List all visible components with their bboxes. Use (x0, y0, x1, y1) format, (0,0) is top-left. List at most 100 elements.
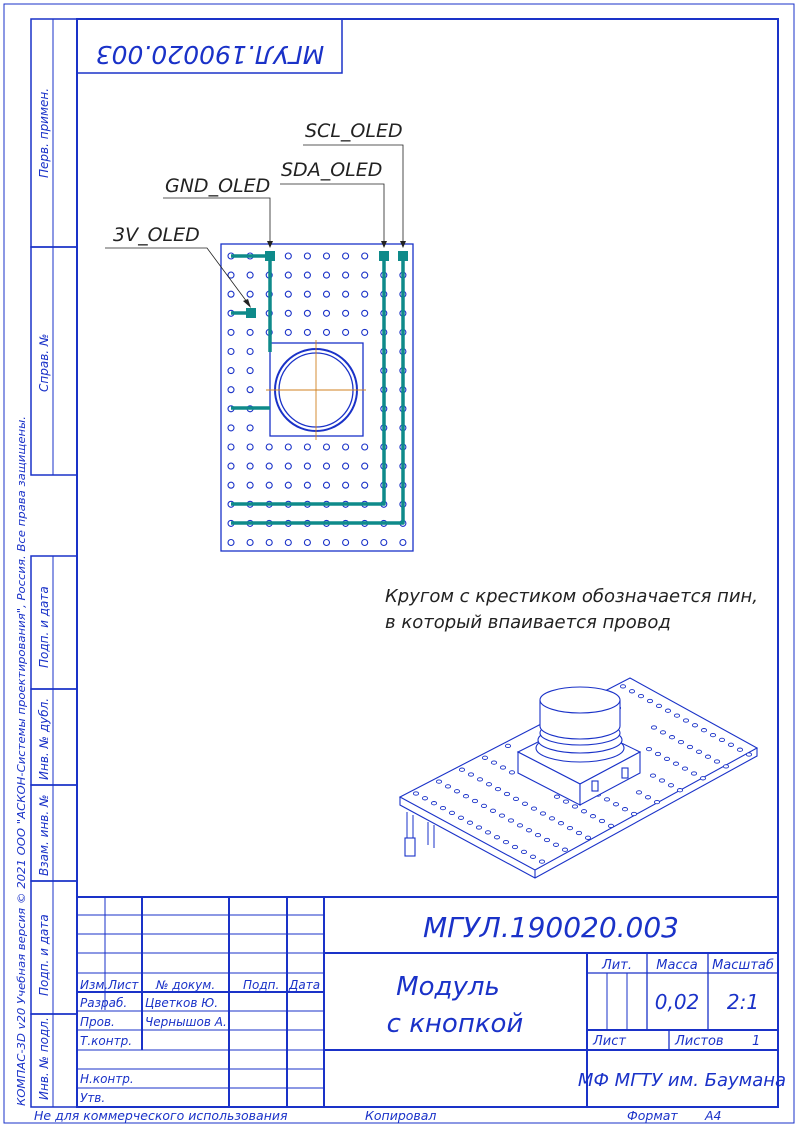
iso-hole (658, 778, 666, 783)
iso-hole (699, 776, 707, 781)
pcb-hole (246, 481, 254, 489)
iso-hole (553, 794, 561, 799)
iso-hole (471, 798, 479, 804)
iso-hole (530, 806, 538, 811)
iso-hole (598, 818, 606, 824)
pcb-hole (322, 481, 331, 489)
drawing-frame (3, 3, 795, 1124)
iso-hole (512, 796, 520, 802)
iso-hole (619, 684, 627, 689)
footer-format-value: A4 (704, 1108, 722, 1123)
iso-hole (444, 784, 452, 789)
iso-hole (520, 849, 528, 855)
iso-hole (503, 791, 511, 797)
pcb-hole (342, 538, 350, 547)
iso-hole (607, 823, 615, 829)
header-data: Дата (288, 978, 320, 992)
iso-hole (543, 837, 551, 843)
pcb-hole (227, 367, 235, 375)
label-gnd: GND_OLED (165, 175, 270, 197)
iso-hole (412, 791, 420, 796)
pcb-hole (322, 252, 331, 260)
iso-hole (435, 779, 443, 784)
iso-hole (489, 808, 497, 813)
pcb-hole (361, 462, 369, 470)
iso-hole (695, 749, 703, 754)
pcb-hole (284, 443, 292, 451)
sheets-label: Листов (674, 1034, 724, 1049)
iso-hole (485, 782, 493, 787)
pcb-hole (284, 309, 292, 317)
pcb-hole (284, 271, 292, 279)
iso-hole (673, 713, 681, 718)
pcb-hole (246, 347, 254, 356)
designation: МГУЛ.190020.003 (423, 911, 679, 944)
iso-hole (722, 764, 730, 769)
designation-rotated: МГУЛ.190020.003 (96, 40, 325, 69)
pcb-top-view (220, 243, 414, 552)
footer-copied: Копировал (365, 1108, 436, 1123)
name-prov: Чернышов А. (145, 1015, 227, 1029)
pcb-hole (342, 462, 350, 470)
iso-hole (557, 821, 565, 826)
pcb-hole (284, 252, 292, 260)
iso-hole (475, 825, 483, 830)
iso-hole (691, 723, 699, 728)
iso-hole (480, 803, 488, 809)
iso-hole (727, 742, 735, 747)
header-list: Лист (107, 978, 139, 992)
pin-scl (398, 251, 408, 261)
pin-sda (379, 251, 389, 261)
iso-hole (649, 773, 657, 778)
iso-hole (561, 847, 569, 852)
sheet-label: Лист (592, 1034, 626, 1049)
iso-hole (467, 772, 475, 777)
title-line-2: с кнопкой (387, 1009, 524, 1039)
iso-hole (676, 788, 684, 793)
pcb-hole (342, 271, 350, 279)
pcb-hole (265, 462, 273, 470)
pcb-hole (342, 328, 350, 336)
iso-hole (663, 756, 671, 762)
iso-hole (466, 820, 474, 825)
header-izm: Изм. (80, 978, 108, 992)
trace-sda (231, 256, 386, 506)
pcb-hole (284, 462, 292, 470)
pcb-hole (246, 290, 254, 298)
iso-hole (462, 794, 470, 799)
pcb-hole (227, 328, 235, 336)
label-3v: 3V_OLED (113, 224, 200, 246)
pcb-hole (227, 386, 235, 394)
iso-hole (635, 790, 643, 795)
pcb-hole (322, 271, 331, 279)
pcb-hole (284, 290, 292, 298)
role-tkontr: Т.контр. (80, 1034, 132, 1048)
iso-hole (621, 807, 629, 812)
iso-hole (494, 786, 502, 792)
iso-hole (713, 759, 721, 764)
side-podp-data-1: Подп. и дата (37, 586, 51, 668)
pcb-hole (246, 462, 254, 470)
iso-hole (511, 844, 519, 850)
pcb-hole (284, 538, 292, 547)
note-line-1: Кругом с крестиком обозначается пин, (385, 586, 758, 607)
iso-hole (589, 814, 597, 819)
iso-hole (538, 859, 546, 864)
iso-hole (644, 795, 652, 800)
side-vzam-inv: Взам. инв. № (37, 795, 51, 876)
pcb-hole (322, 290, 331, 298)
pcb-hole (322, 462, 331, 470)
mass-header: Масса (656, 958, 697, 973)
pcb-hole (227, 481, 235, 489)
name-razrab: Цветков Ю. (145, 996, 218, 1010)
pin-gnd (265, 251, 275, 261)
iso-hole (484, 830, 492, 835)
scale-header: Масштаб (712, 958, 774, 973)
iso-hole (580, 809, 588, 814)
solder-pins (246, 251, 408, 318)
pcb-hole (284, 328, 292, 336)
trace-gnd (231, 254, 272, 352)
iso-hole (516, 823, 524, 828)
pcb-hole (361, 309, 369, 317)
